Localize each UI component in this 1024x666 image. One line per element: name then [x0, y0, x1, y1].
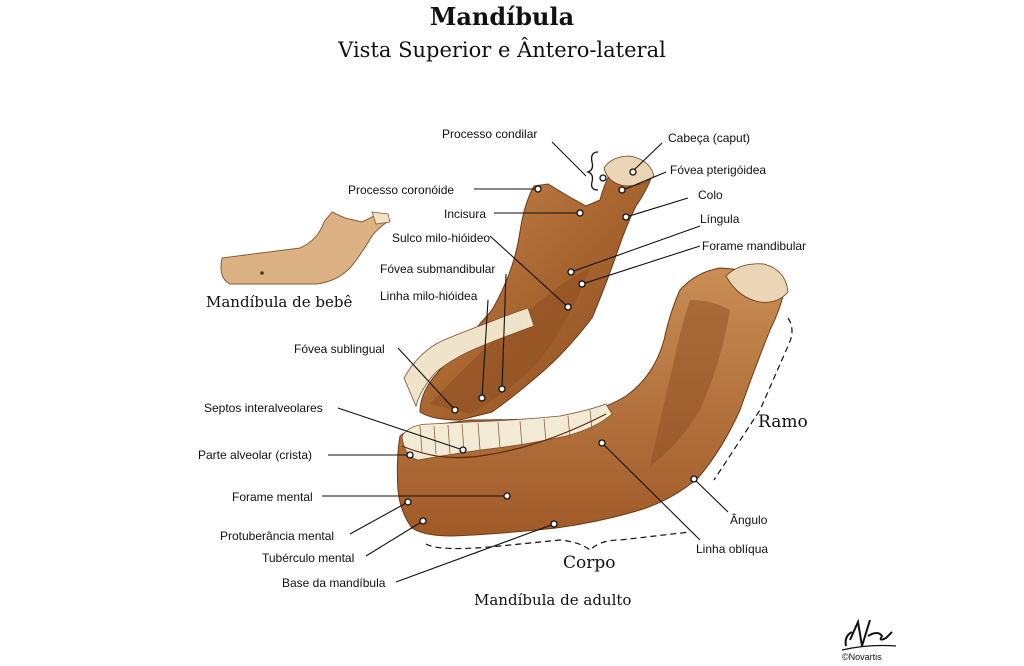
label-processo-coronoide: Processo coronóide — [348, 183, 455, 197]
label-linha-obliqua: Linha oblíqua — [696, 542, 769, 556]
label-incisura: Incisura — [444, 207, 487, 221]
condylar-brace — [585, 151, 599, 191]
label-fovea-sublingual: Fóvea sublingual — [294, 342, 385, 356]
label-septos-interalveolares: Septos interalveolares — [204, 401, 323, 415]
caption-ramo: Ramo — [758, 412, 808, 432]
netter-signature-mark — [841, 618, 897, 651]
adult-mandible — [396, 155, 789, 537]
label-processo-condilar: Processo condilar — [442, 127, 538, 141]
label-base-mandibula: Base da mandíbula — [282, 576, 386, 590]
baby-mandible — [220, 211, 391, 285]
label-forame-mental: Forame mental — [232, 490, 313, 504]
leader-lines — [322, 141, 729, 583]
caption-mandibula-adulto: Mandíbula de adulto — [474, 591, 632, 609]
label-angulo: Ângulo — [730, 513, 768, 527]
caption-mandibula-bebe: Mandíbula de bebê — [206, 293, 353, 311]
label-colo: Colo — [698, 188, 723, 202]
corpo-bracket — [425, 531, 691, 551]
label-tuberculo-mental: Tubérculo mental — [262, 551, 355, 565]
novartis-copyright: ©Novartis — [842, 652, 882, 662]
ramo-bracket — [713, 317, 793, 481]
label-cabeca: Cabeça (caput) — [668, 131, 751, 145]
label-markers — [404, 168, 698, 528]
label-fovea-submandibular: Fóvea submandibular — [380, 262, 496, 276]
caption-corpo: Corpo — [563, 553, 616, 573]
label-fovea-pterigoidea: Fóvea pterigóidea — [670, 163, 767, 177]
diagram-title: Mandíbula — [429, 2, 575, 31]
label-protuberancia-mental: Protuberância mental — [220, 529, 335, 543]
label-parte-alveolar: Parte alveolar (crista) — [198, 448, 313, 462]
label-sulco-milo-hioideo: Sulco milo-hióideo — [392, 231, 491, 245]
label-linha-milo-hioidea: Linha milo-hióidea — [380, 289, 478, 303]
label-forame-mandibular: Forame mandibular — [702, 239, 807, 253]
diagram-subtitle: Vista Superior e Ântero-lateral — [338, 38, 666, 62]
label-lingula: Língula — [700, 212, 740, 226]
